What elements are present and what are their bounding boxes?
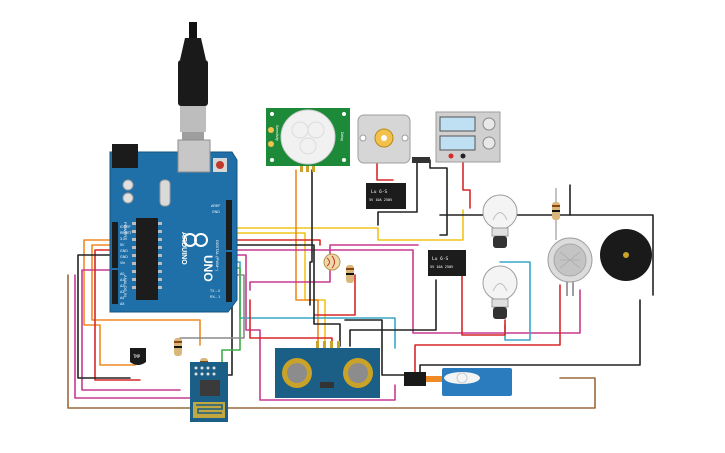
- pin-a0: A0: [120, 272, 124, 276]
- pin-rx: RX←1: [210, 295, 220, 299]
- psu-knob-voltage[interactable]: [482, 117, 496, 131]
- wire-red-4[interactable]: [231, 239, 321, 246]
- relay-1[interactable]: Lu 6-S 5V 10A 250V: [366, 183, 406, 209]
- resistor-ldr[interactable]: [346, 265, 354, 283]
- wire-black-7[interactable]: [231, 244, 341, 347]
- wire-magenta-2[interactable]: [74, 274, 191, 399]
- resistor-esp-1[interactable]: [174, 338, 182, 356]
- photoresistor[interactable]: [323, 253, 341, 271]
- wire-black-3[interactable]: [377, 159, 418, 226]
- wire-magenta-5[interactable]: [81, 269, 181, 391]
- wire-orange-1[interactable]: [83, 239, 136, 366]
- dc-motor[interactable]: [357, 114, 411, 164]
- wire-black-2[interactable]: [309, 169, 313, 306]
- pin-5v: 5V: [120, 243, 125, 247]
- usb-port: [177, 139, 211, 173]
- temp-sensor-label: TMP: [133, 354, 141, 359]
- analog-header[interactable]: [112, 270, 118, 304]
- pir-delay-label: Delay: [340, 132, 344, 141]
- board-brand: ARDUINO: [180, 232, 187, 265]
- digital-header-label: DIGITAL (PWM~): [215, 240, 220, 272]
- esp-chip: [200, 380, 220, 396]
- arduino-logo: [183, 233, 208, 247]
- wire-orange-2[interactable]: [295, 169, 319, 347]
- power-header-label: POWER: [123, 222, 128, 237]
- wire-red-1[interactable]: [376, 159, 394, 181]
- wire-red-5[interactable]: [94, 249, 141, 381]
- wire-red-6[interactable]: [414, 284, 561, 379]
- usb-cable[interactable]: [178, 22, 208, 140]
- wire-black-1[interactable]: [77, 254, 131, 379]
- wire-red-8[interactable]: [249, 299, 333, 347]
- psu-display-1: [439, 116, 476, 132]
- ultrasonic-sensor[interactable]: [275, 341, 380, 398]
- pin-a1: A1: [120, 278, 124, 282]
- pir-motion-sensor[interactable]: Sensitivity Delay: [266, 108, 350, 172]
- servo-motor[interactable]: [404, 368, 512, 396]
- digital-header-top[interactable]: [226, 200, 232, 250]
- microcontroller-chip: [136, 218, 158, 300]
- pin-reset: RESET: [120, 231, 133, 235]
- wire-magenta-1[interactable]: [231, 249, 581, 334]
- pin-a3: A3: [120, 290, 124, 294]
- wire-brown-1[interactable]: [67, 274, 596, 409]
- psu-knob-current[interactable]: [482, 136, 496, 150]
- resistor-gas[interactable]: [552, 188, 560, 240]
- pin-3v3: 3.3V: [120, 237, 128, 241]
- relay-1-label: Lu 6-S: [371, 189, 388, 195]
- pin-ioref: IOREF: [120, 225, 131, 229]
- pir-sensitivity-label: Sensitivity: [275, 125, 279, 141]
- pin-a2: A2: [120, 284, 124, 288]
- power-jack[interactable]: [112, 144, 138, 168]
- gas-sensor[interactable]: [547, 237, 593, 296]
- power-supply[interactable]: [412, 111, 501, 163]
- esp-antenna: [193, 402, 225, 418]
- wire-black-10[interactable]: [227, 299, 233, 376]
- relay-2-label: Lu 6-S: [432, 256, 449, 262]
- pin-vin: Vin: [120, 261, 125, 265]
- board-model: UNO: [201, 255, 215, 282]
- pin-a4: A4: [120, 296, 124, 300]
- wire-red-2[interactable]: [462, 149, 471, 209]
- esp8266-wifi-module[interactable]: [190, 362, 228, 422]
- wire-black-11[interactable]: [349, 279, 437, 347]
- pin-gnd-2: GND: [120, 255, 128, 259]
- relay-1-spec: 5V 10A 250V: [369, 198, 393, 202]
- temperature-sensor[interactable]: TMP: [130, 348, 146, 365]
- pir-dome: [280, 109, 336, 165]
- piezo-buzzer[interactable]: [600, 229, 652, 281]
- pin-tx: TX→0: [210, 289, 220, 293]
- arduino-uno-board[interactable]: ARDUINO UNO POWER ANALOG IN DIGITAL (PWM…: [109, 139, 238, 313]
- wire-red-7[interactable]: [314, 274, 356, 316]
- pin-aref: AREF: [211, 204, 220, 208]
- light-bulb-2[interactable]: [482, 265, 518, 319]
- switch[interactable]: [412, 157, 430, 163]
- wire-yellow-1[interactable]: [231, 209, 464, 241]
- relay-2[interactable]: Lu 6-S 5V 10A 250V: [428, 250, 466, 276]
- power-header[interactable]: [112, 222, 118, 268]
- servo-connector: [404, 372, 426, 386]
- analog-header-label: ANALOG IN: [123, 275, 128, 297]
- wire-magenta-4[interactable]: [249, 244, 419, 291]
- wire-black-4[interactable]: [429, 159, 448, 236]
- pin-gnd-1: GND: [120, 249, 128, 253]
- pin-a5: A5: [120, 302, 124, 306]
- digital-header-bottom[interactable]: [226, 252, 232, 302]
- wire-gray-1[interactable]: [179, 274, 245, 339]
- psu-display-2: [439, 135, 476, 151]
- wire-orange-3[interactable]: [91, 244, 201, 346]
- wire-black-8[interactable]: [344, 319, 406, 376]
- light-bulb-1[interactable]: [482, 194, 518, 248]
- relay-2-spec: 5V 10A 250V: [430, 265, 454, 269]
- wire-magenta-3[interactable]: [231, 254, 396, 401]
- pin-gnd-digital: GND: [212, 210, 220, 214]
